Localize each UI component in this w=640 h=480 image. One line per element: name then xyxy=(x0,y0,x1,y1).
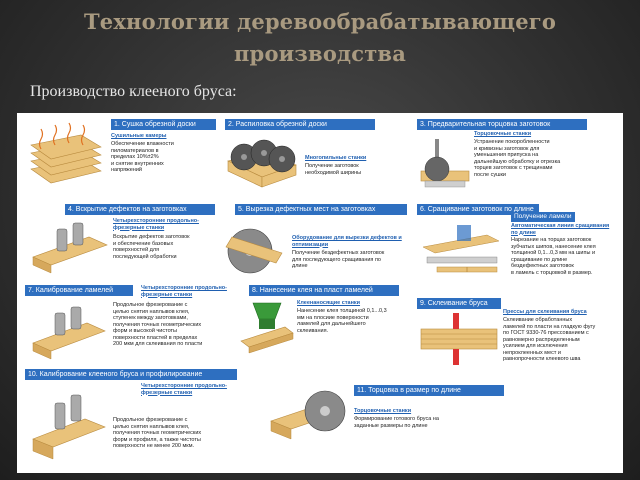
step-11-header: 11. Торцовка в размер по длине xyxy=(354,385,504,396)
step-5-header: 5. Вырезка дефектных мест на заготовках xyxy=(235,204,407,215)
step-4-header: 4. Вскрытие дефектов на заготовках xyxy=(65,204,215,215)
step-6-header: 6. Сращивание заготовок по длине xyxy=(417,204,539,215)
step-1-header: 1. Сушка обрезной доски xyxy=(111,119,216,130)
slide-title: Технологии деревообрабатывающего произво… xyxy=(40,6,600,70)
defect-cutting-illustration xyxy=(225,228,283,274)
step-2-equipment: Многопильные станки xyxy=(305,155,367,161)
step-7-equipment: Четырехсторонние продольно-фрезерные ста… xyxy=(141,285,227,298)
final-cut-illustration xyxy=(270,390,346,440)
process-infographic: 1. Сушка обрезной доски Сушильные камеры… xyxy=(17,113,623,473)
lamella-box-label: Получение ламели xyxy=(511,212,575,222)
step-3-header: 3. Предварительная торцовка заготовок xyxy=(417,119,587,130)
glue-applicator-illustration xyxy=(240,302,294,354)
step-5-equipment: Оборудование для вырезки дефектов и опти… xyxy=(292,235,402,248)
press-illustration xyxy=(420,313,498,365)
step-3-equipment: Торцовочные станки xyxy=(474,131,532,137)
step-6-equipment: Автоматическая линия сращивания по длине xyxy=(511,223,610,236)
profiling-illustration xyxy=(32,394,106,460)
drying-lumber-illustration xyxy=(30,122,102,184)
step-2-header: 2. Распиловка обрезной доски xyxy=(225,119,375,130)
slide-title-line1: Технологии деревообрабатывающего xyxy=(83,9,557,34)
step-10-header: 10. Калибрование клееного бруса и профил… xyxy=(25,369,237,380)
cross-cut-illustration xyxy=(420,139,470,188)
step-7-header: 7. Калибрование ламелей xyxy=(25,285,133,296)
step-10-equipment: Четырехсторонние продольно-фрезерные ста… xyxy=(141,383,227,396)
step-8-header: 8. Нанесение клея на пласт ламелей xyxy=(249,285,399,296)
step-9-equipment: Прессы для склеивания бруса xyxy=(503,309,587,315)
step-9-header: 9. Склеивание бруса xyxy=(417,298,501,309)
slide-title-line2: производства xyxy=(233,41,407,66)
slide-subtitle: Производство клееного бруса: xyxy=(30,83,237,100)
multi-saw-illustration xyxy=(227,139,297,188)
step-1-equipment: Сушильные камеры xyxy=(111,133,167,139)
finger-joint-line-illustration xyxy=(422,225,500,273)
step-4-equipment: Четырехсторонние продольно-фрезерные ста… xyxy=(113,218,199,231)
planer-illustration-7 xyxy=(32,306,106,360)
planer-illustration-4 xyxy=(32,222,108,274)
step-8-equipment: Клеенаносящие станки xyxy=(297,300,361,306)
step-11-equipment: Торцовочные станки xyxy=(354,408,412,414)
